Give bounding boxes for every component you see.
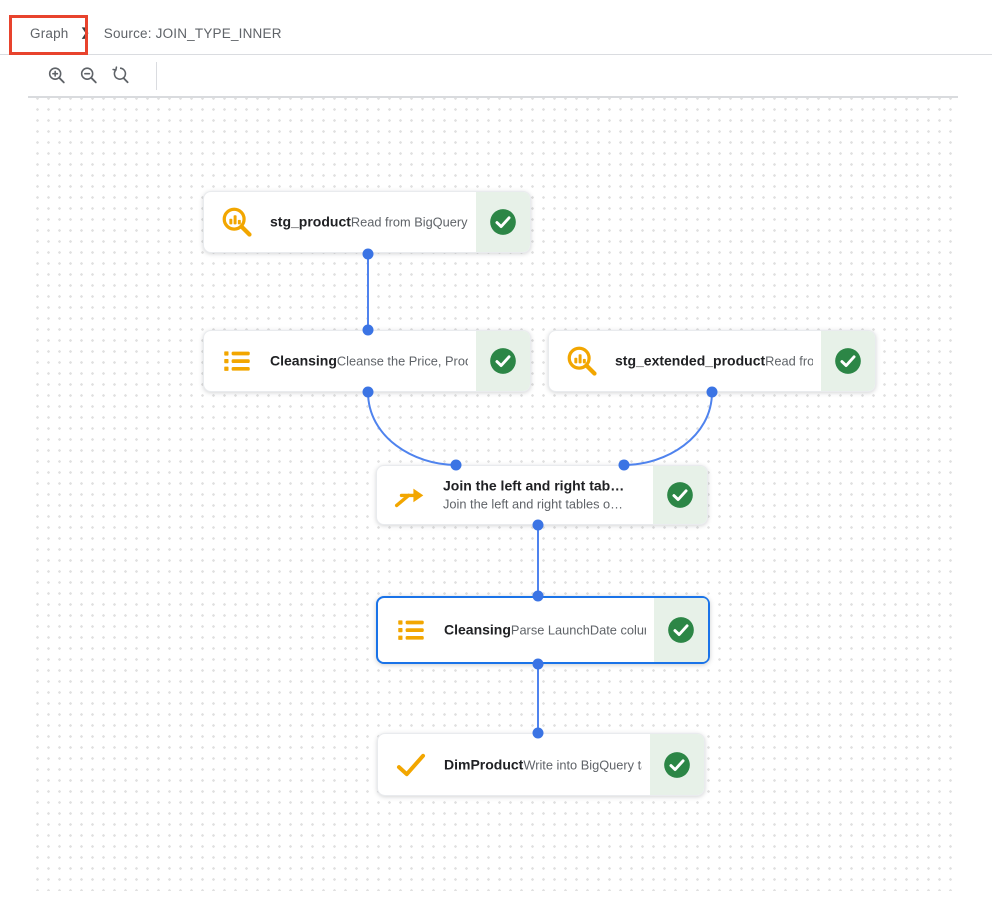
node-cleansing_1[interactable]: CleansingCleanse the Price, Product, an… <box>203 330 531 392</box>
node-dimproduct[interactable]: DimProductWrite into BigQuery table iba-… <box>377 733 705 796</box>
node-subtitle: Parse LaunchDate column to … <box>510 622 646 638</box>
reset-zoom-icon <box>112 65 129 83</box>
node-subtitle: Write into BigQuery table iba-… <box>523 757 642 772</box>
node-title: Cleansing <box>444 621 511 638</box>
success-check-icon <box>668 617 694 643</box>
node-stg_extended_product[interactable]: stg_extended_productRead from BigQuery t… <box>548 330 876 392</box>
node-title: Join the left and right tab… <box>443 477 625 494</box>
status-badge <box>653 466 707 524</box>
node-text: DimProductWrite into BigQuery table iba-… <box>444 755 642 774</box>
breadcrumb-item-source: Source: JOIN_TYPE_INNER <box>103 25 282 41</box>
zoom-in-icon <box>48 66 65 83</box>
node-subtitle: Read from BigQuery table iba-… <box>765 353 813 369</box>
success-check-icon <box>490 209 516 235</box>
check-icon <box>394 748 428 782</box>
status-badge <box>476 192 530 252</box>
node-title: Cleansing <box>270 352 337 369</box>
node-cleansing_2[interactable]: CleansingParse LaunchDate column to … <box>376 596 710 664</box>
node-text: Join the left and right tab… Join the lef… <box>443 477 645 514</box>
status-badge <box>476 331 530 391</box>
graph-toolbar <box>0 55 992 96</box>
node-text: CleansingCleanse the Price, Product, an… <box>270 352 468 371</box>
list-icon <box>394 613 428 647</box>
status-badge <box>654 598 708 662</box>
zoom-in-button[interactable] <box>45 64 69 88</box>
node-text: stg_productRead from BigQuery table iba-… <box>270 213 468 232</box>
status-badge <box>650 734 704 795</box>
success-check-icon <box>667 482 693 508</box>
node-subtitle: Read from BigQuery table iba-… <box>350 214 468 230</box>
breadcrumb: Graph ❯ Source: JOIN_TYPE_INNER <box>0 0 992 55</box>
node-subtitle: Join the left and right tables o… <box>443 496 623 512</box>
merge-icon <box>393 478 427 512</box>
query-icon <box>565 344 599 378</box>
edge-cleansing_1-to-join <box>367 391 457 466</box>
zoom-out-button[interactable] <box>77 64 101 88</box>
graph-canvas[interactable]: stg_productRead from BigQuery table iba-… <box>28 96 958 891</box>
list-icon <box>220 344 254 378</box>
zoom-out-icon <box>80 66 97 83</box>
node-title: DimProduct <box>444 756 524 772</box>
node-title: stg_extended_product <box>615 352 766 369</box>
chevron-right-icon: ❯ <box>80 26 90 39</box>
node-text: stg_extended_productRead from BigQuery t… <box>615 352 813 371</box>
success-check-icon <box>490 348 516 374</box>
success-check-icon <box>664 751 690 778</box>
status-badge <box>821 331 875 391</box>
breadcrumb-item-graph[interactable]: Graph <box>30 25 69 41</box>
node-subtitle: Cleanse the Price, Product, an… <box>336 353 468 369</box>
edge-stg_extended_product-to-join <box>623 391 713 466</box>
node-title: stg_product <box>270 213 351 230</box>
query-icon <box>220 205 254 239</box>
toolbar-divider <box>156 62 157 90</box>
success-check-icon <box>835 348 861 374</box>
node-stg_product[interactable]: stg_productRead from BigQuery table iba-… <box>203 191 531 253</box>
reset-zoom-button[interactable] <box>109 64 133 88</box>
node-join[interactable]: Join the left and right tab… Join the lef… <box>376 465 708 525</box>
node-text: CleansingParse LaunchDate column to … <box>444 621 646 640</box>
